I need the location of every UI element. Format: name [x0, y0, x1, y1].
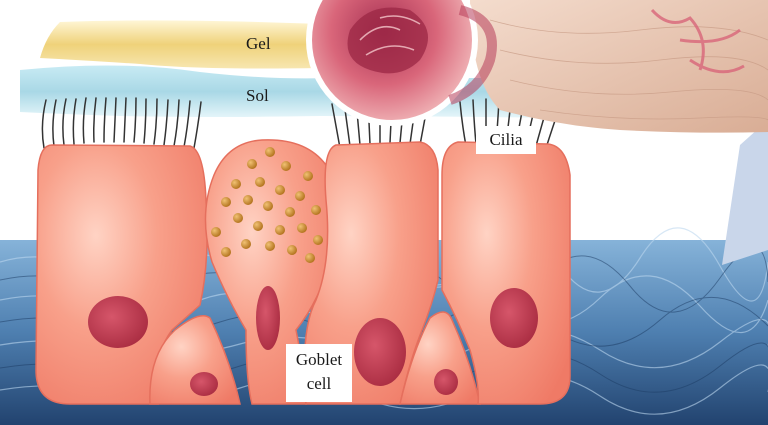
nucleus [434, 369, 458, 395]
goblet-nucleus [256, 286, 280, 350]
nucleus [490, 288, 538, 348]
slate-accent-shape [722, 120, 768, 265]
sol-label: Sol [246, 86, 269, 106]
goblet-label-line2: cell [286, 372, 352, 396]
cilia-label: Cilia [476, 126, 536, 154]
nucleus [88, 296, 148, 348]
goblet-cell-label: Goblet cell [286, 344, 352, 402]
lung-tissue-photo [470, 0, 768, 133]
goblet-label-line1: Goblet [286, 348, 352, 372]
gel-layer [40, 20, 320, 68]
nucleus [190, 372, 218, 396]
nucleus [354, 318, 406, 386]
gel-label: Gel [246, 34, 271, 54]
